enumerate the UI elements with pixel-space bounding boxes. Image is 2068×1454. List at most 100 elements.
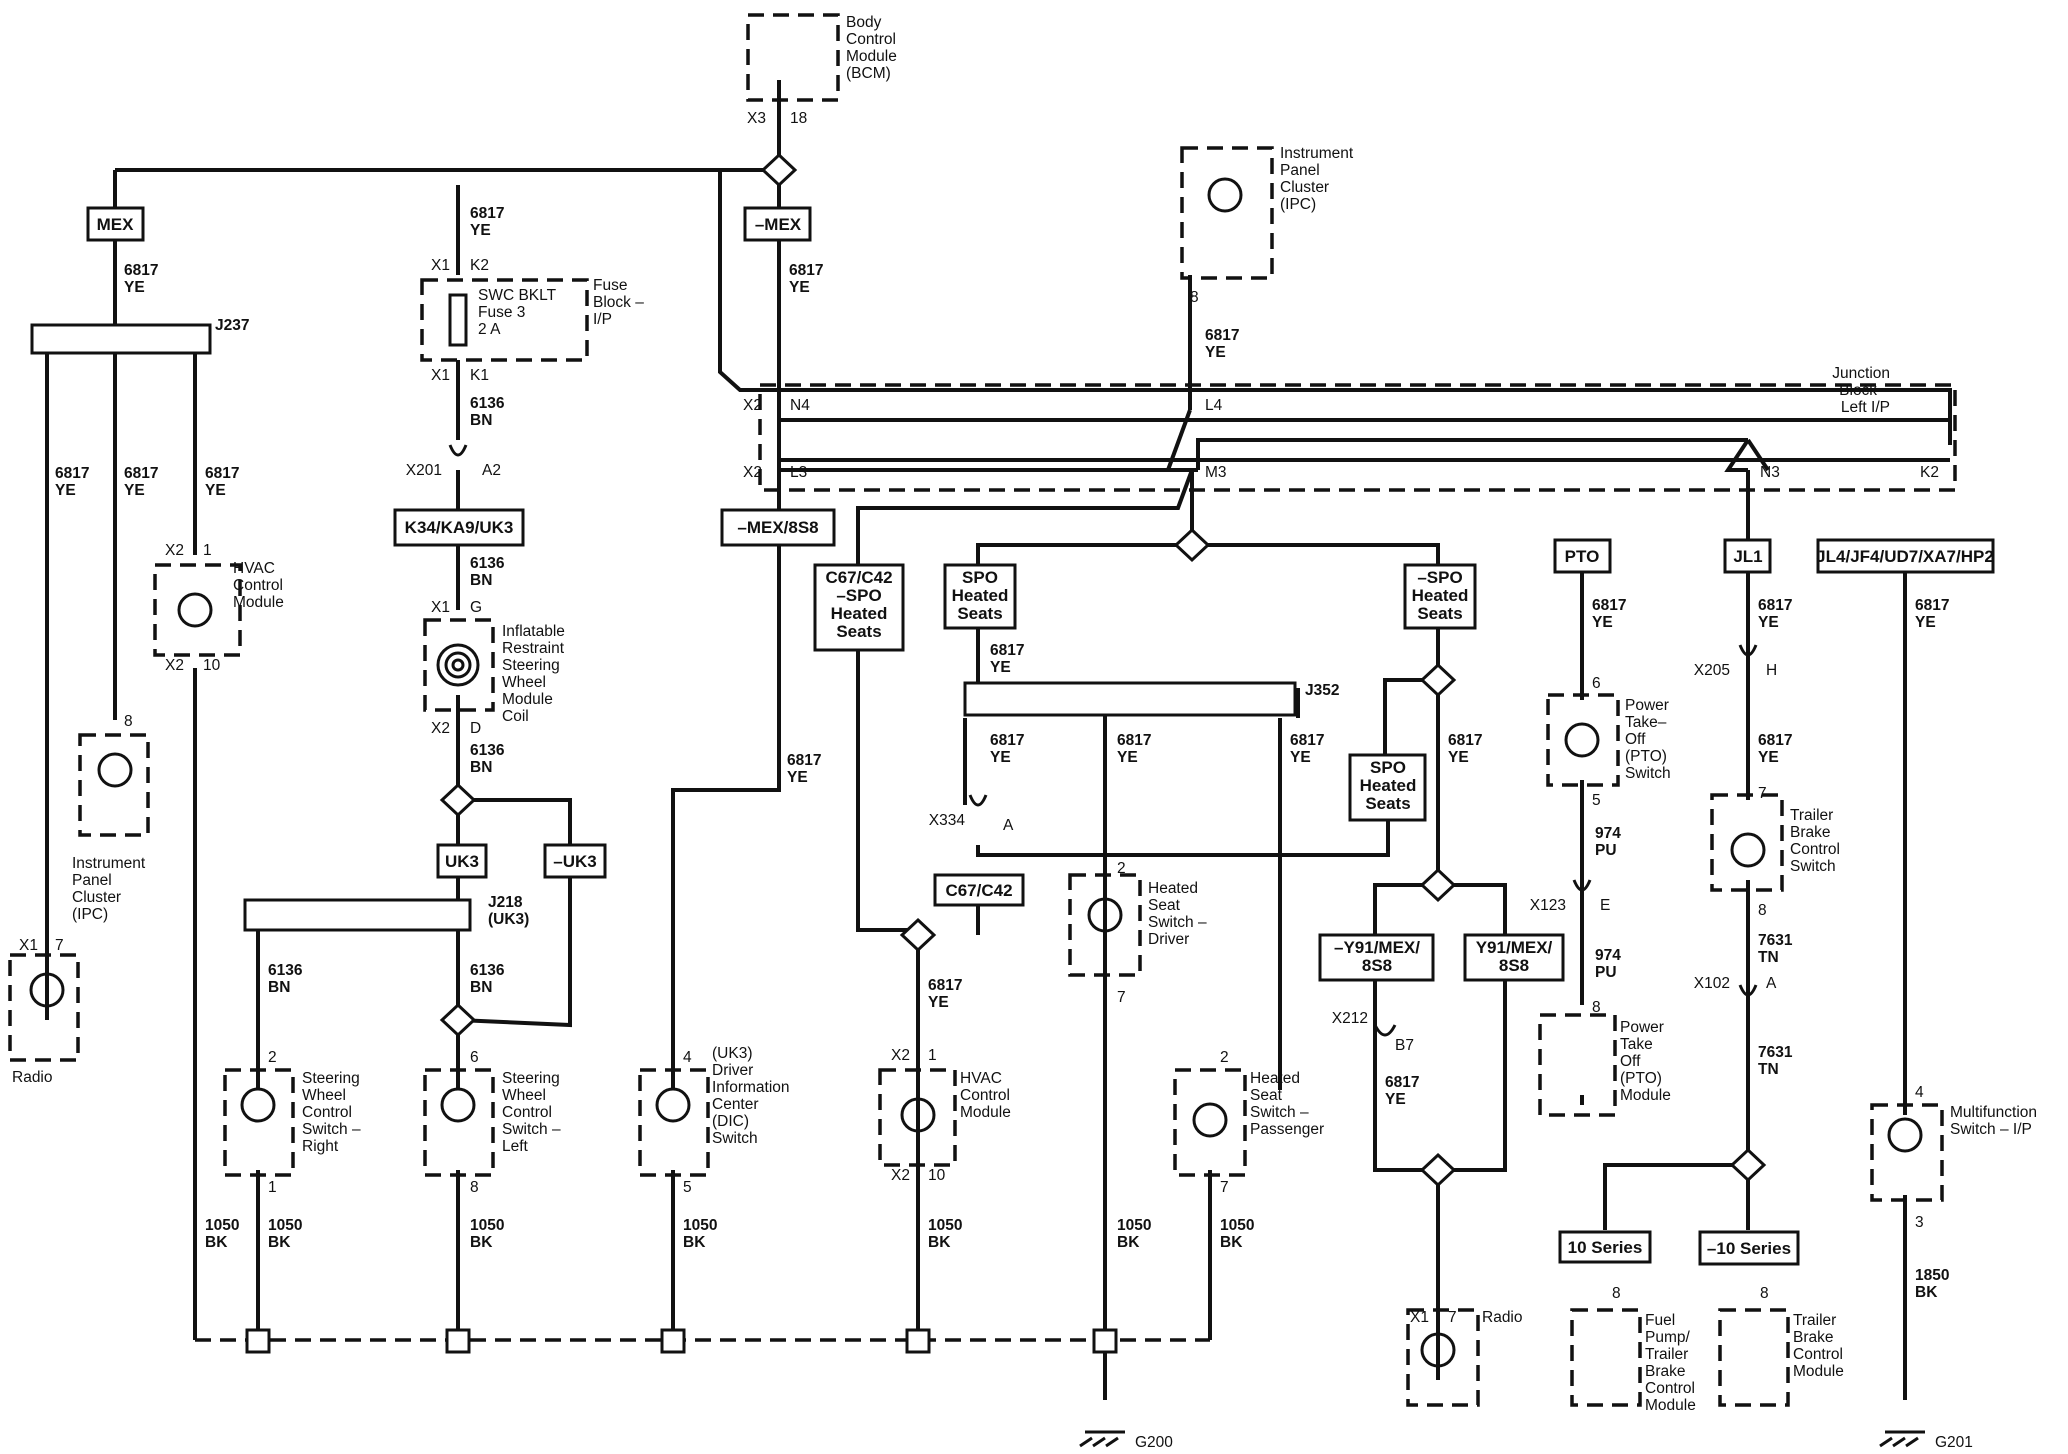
pin: 7 bbox=[1117, 989, 1126, 1006]
radio-left-label: Radio bbox=[12, 1069, 53, 1086]
option-not-series10: –10 Series bbox=[1707, 1239, 1791, 1258]
pin: 8 bbox=[1760, 1285, 1769, 1302]
fuse-icon bbox=[448, 293, 468, 347]
pin: 8 bbox=[1592, 999, 1601, 1016]
pin: 6 bbox=[1592, 675, 1601, 692]
splice-j218: J218(UK3) bbox=[488, 894, 529, 928]
splice-diamonds bbox=[439, 152, 1767, 1188]
pin: A bbox=[1003, 817, 1014, 834]
pin: L3 bbox=[790, 464, 807, 481]
option-not-y91: –Y91/MEX/8S8 bbox=[1334, 938, 1420, 975]
pin: N4 bbox=[790, 397, 810, 414]
pin: 2 bbox=[268, 1049, 277, 1066]
pin: 8 bbox=[1612, 1285, 1621, 1302]
option-jl4: JL4/JF4/UD7/XA7/HP2 bbox=[1816, 547, 1994, 566]
connector-x2: X2 bbox=[891, 1047, 910, 1064]
option-jl1: JL1 bbox=[1733, 547, 1762, 566]
option-pto: PTO bbox=[1565, 547, 1600, 566]
pin: 5 bbox=[1592, 792, 1601, 809]
pin: 8 bbox=[124, 713, 133, 730]
option-series10: 10 Series bbox=[1568, 1238, 1643, 1257]
pin: 6 bbox=[470, 1049, 479, 1066]
pin: 2 bbox=[1117, 860, 1126, 877]
radio-right-label: Radio bbox=[1482, 1309, 1523, 1326]
connector-x2: X2 bbox=[431, 720, 450, 737]
connector-x102: X102 bbox=[1694, 975, 1730, 992]
pin: 7 bbox=[1448, 1309, 1457, 1326]
lamp-symbols bbox=[29, 177, 1923, 1368]
connector-x1: X1 bbox=[1410, 1309, 1429, 1326]
pin: 8 bbox=[470, 1179, 479, 1196]
connector-x2: X2 bbox=[891, 1167, 910, 1184]
pin: 7 bbox=[1758, 785, 1767, 802]
ground-symbols bbox=[1079, 1430, 1925, 1448]
pin: A2 bbox=[482, 462, 501, 479]
ground-squares bbox=[245, 1328, 1118, 1354]
splice-j237-bar bbox=[30, 323, 212, 355]
pin: 8 bbox=[1758, 902, 1767, 919]
pin: N3 bbox=[1760, 464, 1780, 481]
component-outlines bbox=[8, 13, 1944, 1407]
pin: 10 bbox=[928, 1167, 946, 1184]
connector-x2: X2 bbox=[743, 397, 762, 414]
ground-g200: G200 bbox=[1135, 1434, 1173, 1451]
pin: 4 bbox=[1915, 1084, 1924, 1101]
pin: 4 bbox=[683, 1049, 692, 1066]
coil-icon bbox=[436, 643, 480, 687]
option-not-mex-8s8: –MEX/8S8 bbox=[737, 518, 818, 537]
connector-x1: X1 bbox=[431, 257, 450, 274]
connector-x1: X1 bbox=[431, 599, 450, 616]
connector-symbols bbox=[448, 444, 1758, 1037]
connector-x205: X205 bbox=[1694, 662, 1730, 679]
connector-x334: X334 bbox=[929, 812, 966, 829]
